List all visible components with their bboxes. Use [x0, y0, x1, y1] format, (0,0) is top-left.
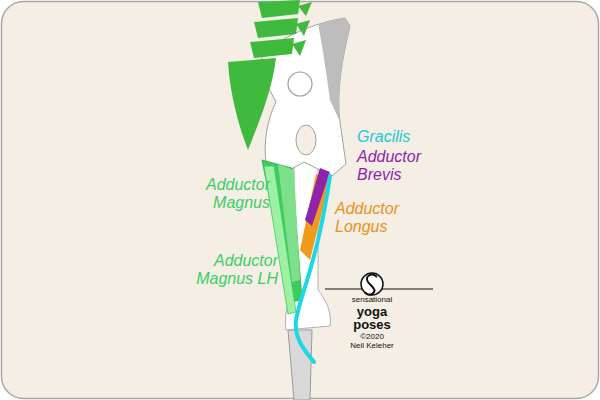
muscle-label: Adductor Magnus	[180, 176, 270, 212]
muscle-label: Adductor Magnus LH	[186, 252, 278, 288]
logo-text: sensational	[322, 296, 422, 304]
logo-text: ©2020	[322, 333, 422, 341]
muscle-label: Adductor Longus	[335, 200, 425, 236]
muscle-label: Gracilis	[357, 128, 447, 146]
logo-text: Neil Keleher	[322, 342, 422, 350]
muscle-label: Adductor Brevis	[357, 148, 447, 184]
logo-text: yoga	[322, 305, 422, 318]
logo-text: poses	[322, 318, 422, 331]
